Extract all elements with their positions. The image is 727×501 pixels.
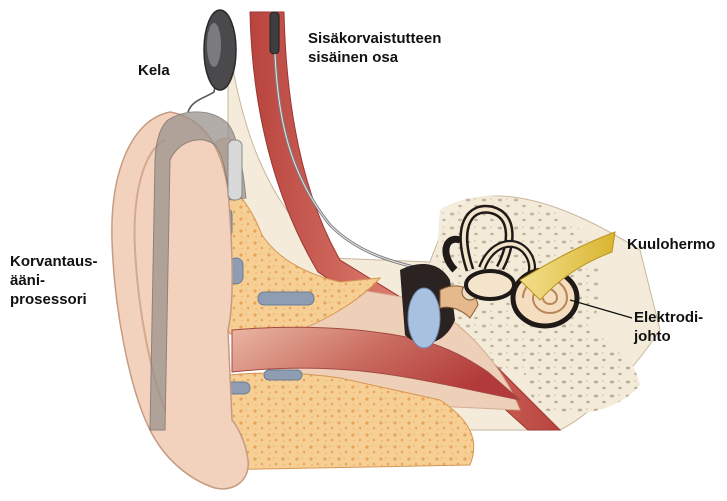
label-coil: Kela bbox=[138, 61, 170, 80]
label-internal-implant-line-1: Sisäkorvaistutteen bbox=[308, 29, 441, 48]
label-auditory-nerve-line-1: Kuulohermo bbox=[627, 235, 715, 254]
label-electrode-lead: Elektrodi- johto bbox=[634, 308, 703, 346]
label-sound-processor-line-3: prosessori bbox=[10, 290, 98, 309]
label-electrode-lead-line-2: johto bbox=[634, 327, 703, 346]
label-electrode-lead-line-1: Elektrodi- bbox=[634, 308, 703, 327]
eardrum bbox=[408, 288, 440, 348]
implant-receiver bbox=[270, 12, 279, 54]
label-internal-implant: Sisäkorvaistutteen sisäinen osa bbox=[308, 29, 441, 67]
label-sound-processor-line-1: Korvantaus- bbox=[10, 252, 98, 271]
label-sound-processor: Korvantaus- ääni- prosessori bbox=[10, 252, 98, 309]
coil-highlight bbox=[207, 23, 221, 67]
label-auditory-nerve: Kuulohermo bbox=[627, 235, 715, 254]
vestibule bbox=[466, 271, 514, 299]
processor-hook bbox=[228, 140, 242, 200]
label-internal-implant-line-2: sisäinen osa bbox=[308, 48, 441, 67]
label-coil-line-1: Kela bbox=[138, 61, 170, 80]
label-sound-processor-line-2: ääni- bbox=[10, 271, 98, 290]
